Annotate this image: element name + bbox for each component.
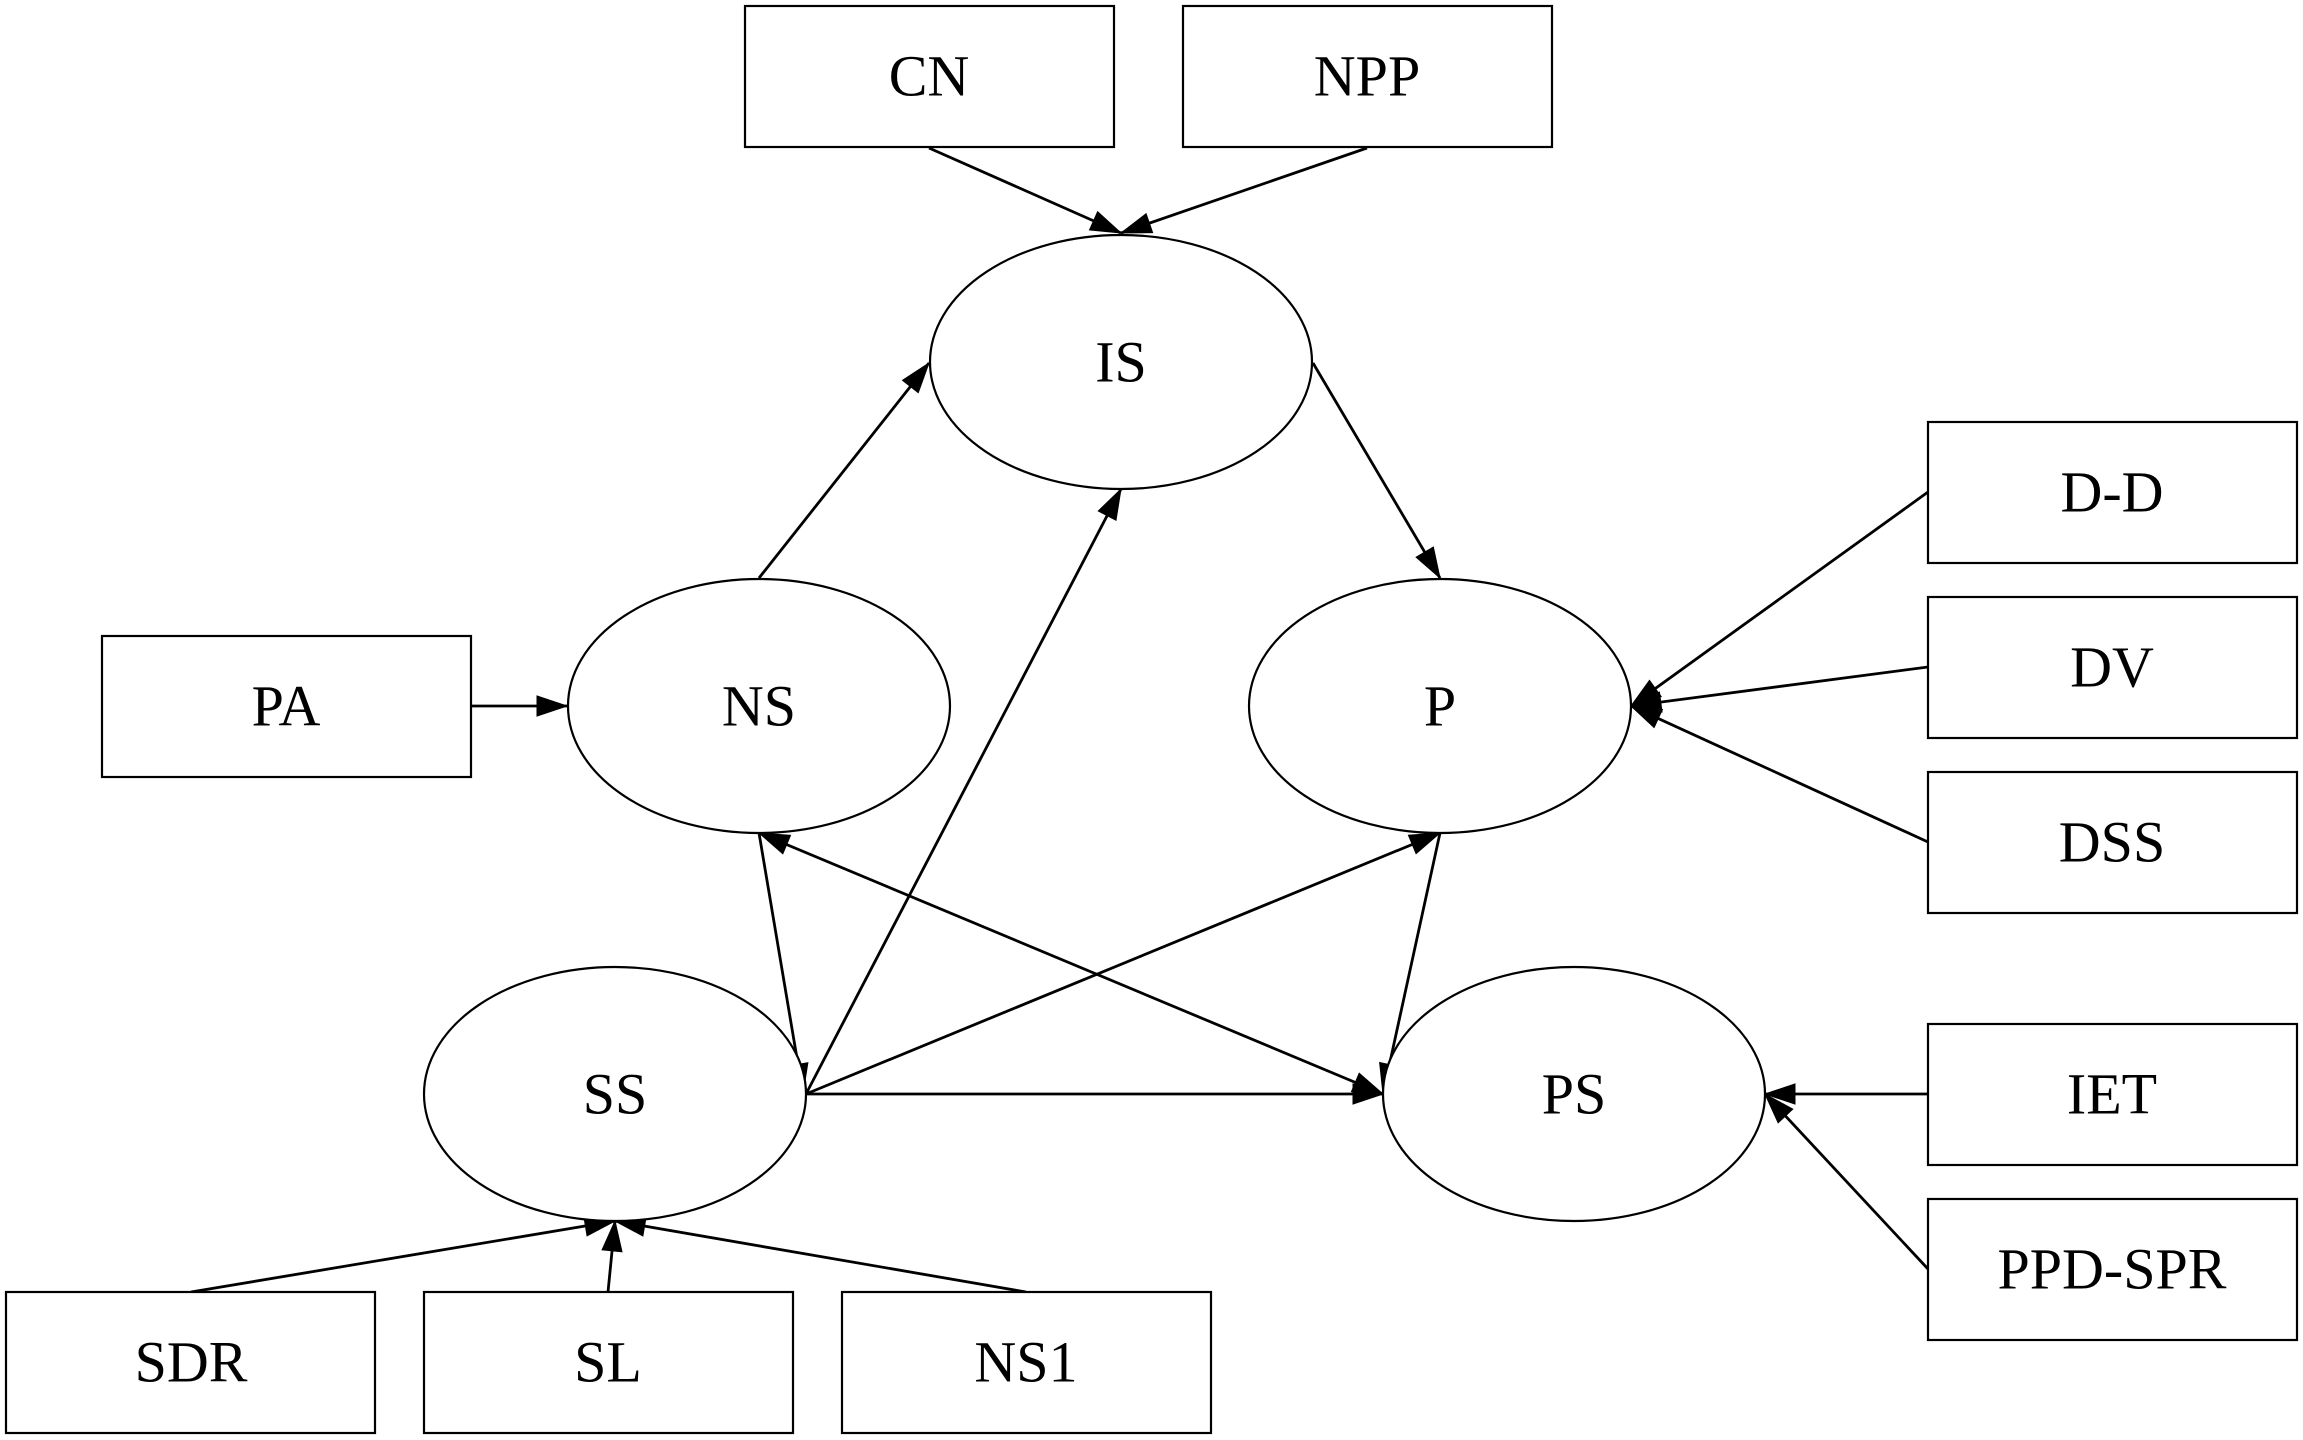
edge-ss-to-is-arrowhead <box>1097 487 1122 521</box>
edges-layer <box>190 146 1930 1294</box>
node-dd: D-D <box>1926 420 2299 565</box>
edge-cn-to-is-line <box>928 146 1122 235</box>
edge-is-to-p-arrowhead <box>1415 546 1441 580</box>
node-sdr: SDR <box>4 1290 377 1435</box>
node-dd-label: D-D <box>2060 460 2163 525</box>
node-ns1: NS1 <box>840 1290 1213 1435</box>
edge-ss-to-is-line <box>804 488 1123 1095</box>
edge-p-to-ps-line <box>1381 832 1442 1095</box>
node-is: IS <box>928 233 1314 491</box>
edge-ss-to-p-line <box>805 831 1441 1096</box>
node-pa: PA <box>100 634 473 779</box>
node-cn: CN <box>743 4 1116 149</box>
edge-ppdspr-to-ps <box>1763 1092 1930 1270</box>
edge-ppdspr-to-ps-arrowhead <box>1763 1092 1794 1124</box>
node-dss: DSS <box>1926 770 2299 915</box>
edge-cn-to-is <box>928 146 1123 235</box>
node-ps-label: PS <box>1542 1062 1607 1127</box>
edge-dss-to-p-arrowhead <box>1629 705 1664 729</box>
edge-dss-to-p <box>1629 704 1929 844</box>
node-sdr-label: SDR <box>135 1330 248 1395</box>
edge-cn-to-is-arrowhead <box>1088 210 1123 234</box>
edge-iet-to-ps <box>1763 1083 1928 1105</box>
edge-ss-to-p <box>805 831 1442 1096</box>
edge-ns-to-is <box>757 361 931 579</box>
node-ppd-spr-box <box>1926 1197 2299 1342</box>
node-dv-box <box>1926 595 2299 740</box>
node-iet: IET <box>1926 1022 2299 1167</box>
node-npp-box <box>1181 4 1554 149</box>
edge-ns-to-ps-line <box>758 831 1384 1096</box>
node-ns1-label: NS1 <box>974 1330 1077 1395</box>
edge-npp-to-is-line <box>1120 146 1368 235</box>
node-ppd-spr: PPD-SPR <box>1926 1197 2299 1342</box>
node-ns: NS <box>566 577 952 835</box>
node-is-ellipse <box>928 233 1314 491</box>
edge-ss-to-is <box>804 487 1123 1095</box>
node-npp: NPP <box>1181 4 1554 149</box>
edge-dss-to-p-line <box>1630 704 1929 844</box>
edge-sl-to-ss <box>601 1219 623 1293</box>
node-sdr-box <box>4 1290 377 1435</box>
edge-is-to-p-line <box>1311 362 1442 579</box>
node-is-label: IS <box>1095 330 1147 395</box>
edge-ns1-to-ss <box>613 1215 1027 1294</box>
edge-ppdspr-to-ps-line <box>1763 1093 1930 1270</box>
node-dv: DV <box>1926 595 2299 740</box>
node-ss-ellipse <box>422 965 808 1223</box>
node-ns-ellipse <box>566 577 952 835</box>
edge-ns-to-ps-arrowhead-start <box>757 832 792 855</box>
node-sl-box <box>422 1290 795 1435</box>
edge-sdr-to-ss-line <box>190 1219 616 1294</box>
node-ns1-box <box>840 1290 1213 1435</box>
edge-is-to-p <box>1311 362 1442 580</box>
edge-ns-to-ps-arrowhead <box>1350 1072 1385 1095</box>
edge-ns1-to-ss-line <box>614 1219 1027 1294</box>
node-ss-label: SS <box>583 1062 648 1127</box>
node-dv-label: DV <box>2070 635 2154 700</box>
edge-ns-to-is-line <box>757 362 931 579</box>
node-dd-box <box>1926 420 2299 565</box>
node-dss-box <box>1926 770 2299 915</box>
edge-ss-to-p-arrowhead <box>1407 832 1442 855</box>
edge-iet-to-ps-arrowhead <box>1763 1083 1796 1105</box>
node-pa-label: PA <box>252 674 321 739</box>
node-npp-label: NPP <box>1314 44 1420 109</box>
node-ns-label: NS <box>722 674 796 739</box>
node-sl: SL <box>422 1290 795 1435</box>
node-iet-label: IET <box>2067 1062 2157 1127</box>
edge-ns-to-ps <box>757 831 1385 1096</box>
node-p: P <box>1247 577 1633 835</box>
node-ps: PS <box>1381 965 1767 1223</box>
edge-npp-to-is-arrowhead <box>1119 212 1154 234</box>
node-pa-box <box>100 634 473 779</box>
node-iet-box <box>1926 1022 2299 1167</box>
node-ss: SS <box>422 965 808 1223</box>
node-cn-label: CN <box>889 44 970 109</box>
node-p-label: P <box>1424 674 1456 739</box>
edge-sl-to-ss-arrowhead <box>601 1219 623 1253</box>
edge-ss-to-ps <box>806 1083 1385 1105</box>
node-sl-label: SL <box>574 1330 642 1395</box>
edge-pa-to-ns-arrowhead <box>536 695 569 717</box>
node-ps-ellipse <box>1381 965 1767 1223</box>
edge-pa-to-ns <box>471 695 569 717</box>
node-p-ellipse <box>1247 577 1633 835</box>
edge-ns-to-is-arrowhead <box>901 361 930 394</box>
node-ppd-spr-label: PPD-SPR <box>1998 1237 2227 1302</box>
edge-npp-to-is <box>1119 146 1368 235</box>
edge-sdr-to-ss <box>190 1215 617 1294</box>
node-dss-label: DSS <box>2059 810 2165 875</box>
edge-dv-to-p-line <box>1630 665 1929 708</box>
edge-dd-to-p-line <box>1630 490 1929 708</box>
node-cn-box <box>743 4 1116 149</box>
